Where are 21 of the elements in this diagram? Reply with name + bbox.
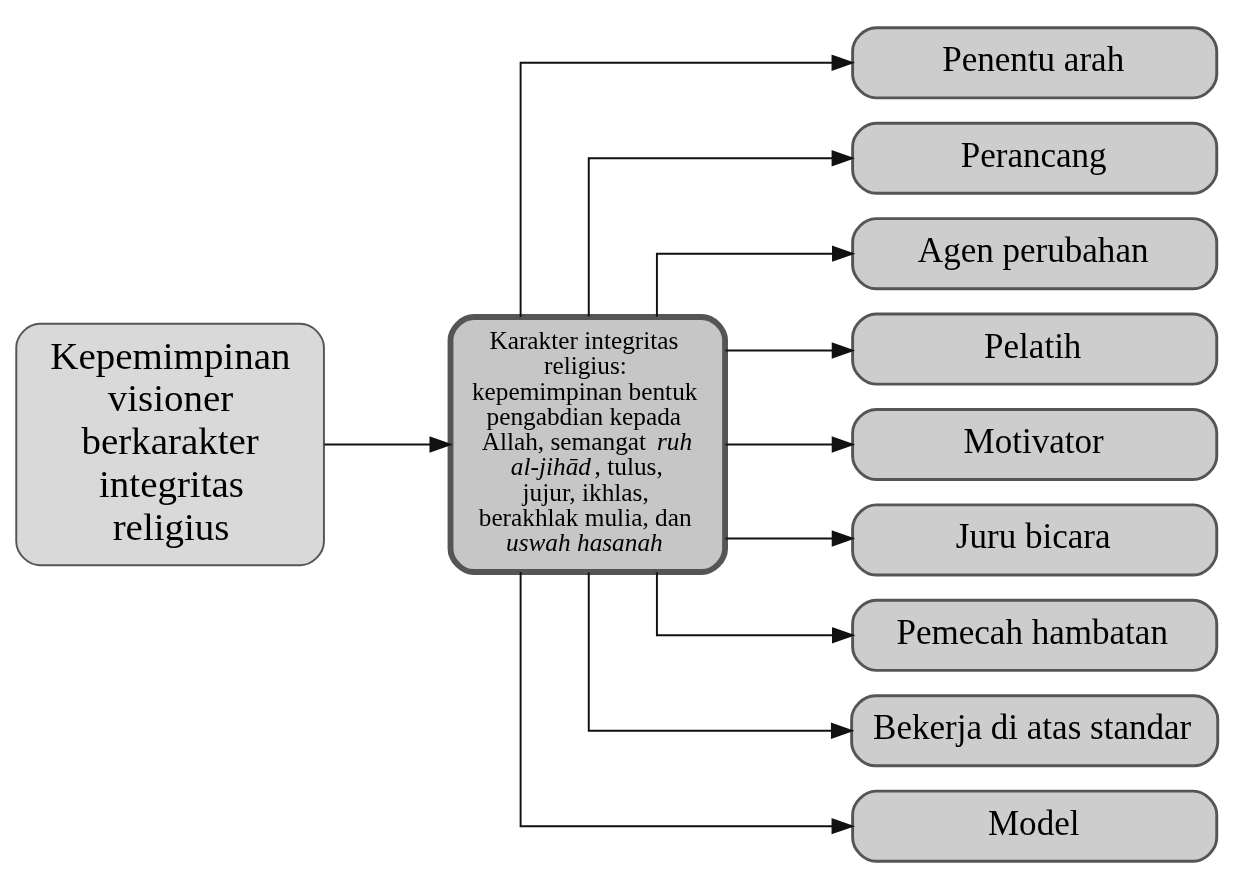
node-box: Penentu arah <box>851 25 1219 99</box>
arrow <box>724 529 856 547</box>
node-box: Agen perubahan <box>851 216 1219 290</box>
node-box: Juru bicara <box>851 502 1219 576</box>
arrow <box>724 435 856 453</box>
arrow <box>724 341 856 359</box>
node-box: Model <box>851 789 1219 863</box>
arrow <box>655 244 856 318</box>
node-box: Perancang <box>851 121 1219 195</box>
arrow <box>519 570 855 834</box>
arrow <box>323 435 453 453</box>
node-box: Pemecah hambatan <box>851 598 1219 672</box>
node-box: Bekerja di atas standar <box>850 693 1220 767</box>
arrow <box>655 570 856 644</box>
node-box: Motivator <box>851 407 1219 481</box>
node-box: Kepemimpinan visioner berkarakter integritas religius <box>15 322 325 566</box>
arrow <box>519 54 855 318</box>
arrow <box>587 571 855 739</box>
arrow <box>587 149 855 317</box>
node-box: Karakter integritas religius: kepemimpinan bentuk pengabdian kepada Allah, semangat ruh al-jihād, tulus, jujur, ikhlas, berakhlak mulia, dan uswah hasanah <box>447 313 728 575</box>
node-box: Pelatih <box>851 312 1219 386</box>
